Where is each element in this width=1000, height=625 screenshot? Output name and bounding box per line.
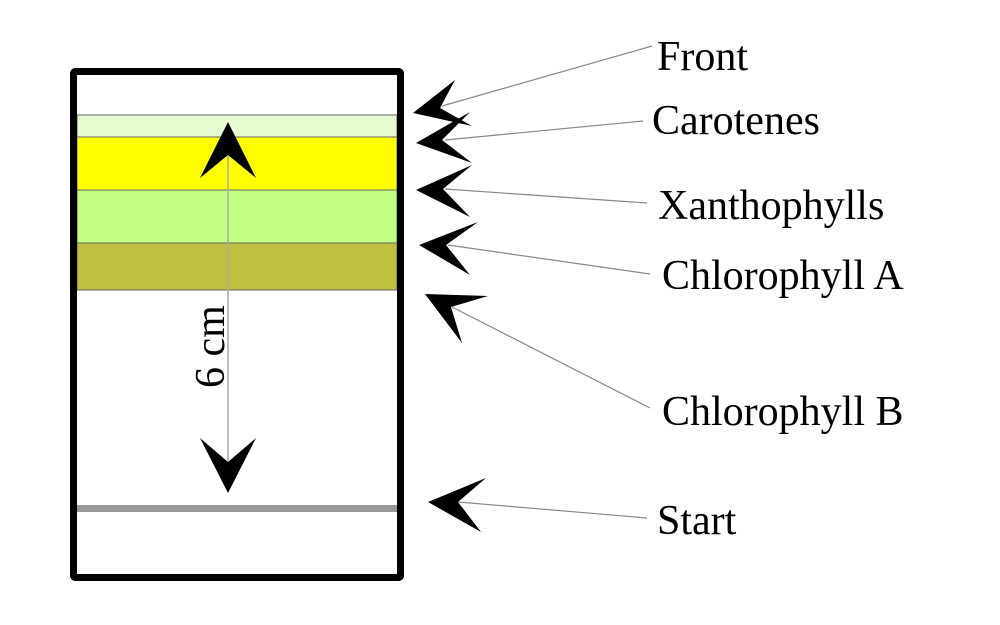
distance-arrow-down-icon xyxy=(200,438,256,493)
band-xanthophylls xyxy=(76,189,398,244)
label-carotenes: Carotenes xyxy=(652,98,820,144)
leader-chlorophyll-b xyxy=(451,306,651,409)
label-xanthophylls: Xanthophylls xyxy=(658,183,884,229)
leader-front xyxy=(441,45,653,107)
strip-border xyxy=(70,68,404,581)
leader-start xyxy=(457,501,648,519)
arrow-carotenes-icon xyxy=(416,112,472,163)
start-line xyxy=(77,505,397,512)
distance-arrow-up-icon xyxy=(200,122,256,178)
label-chlorophyll-b: Chlorophyll B xyxy=(662,389,904,435)
arrow-chlorophyll-b-icon xyxy=(425,294,488,343)
label-start: Start xyxy=(657,498,737,544)
arrow-start-icon xyxy=(428,478,486,532)
leader-carotenes xyxy=(444,120,644,141)
label-front: Front xyxy=(657,34,748,80)
label-chlorophyll-a: Chlorophyll A xyxy=(662,253,904,299)
leader-xanthophylls xyxy=(444,188,648,204)
band-carotenes xyxy=(76,114,398,138)
leader-chlorophyll-a xyxy=(447,244,651,275)
arrow-chlorophyll-a-icon xyxy=(419,222,478,275)
distance-label: 6 cm xyxy=(188,305,234,388)
arrow-xanthophylls-icon xyxy=(416,165,472,217)
band-chlorophyll-a xyxy=(76,242,398,291)
arrow-front-icon xyxy=(413,80,472,126)
